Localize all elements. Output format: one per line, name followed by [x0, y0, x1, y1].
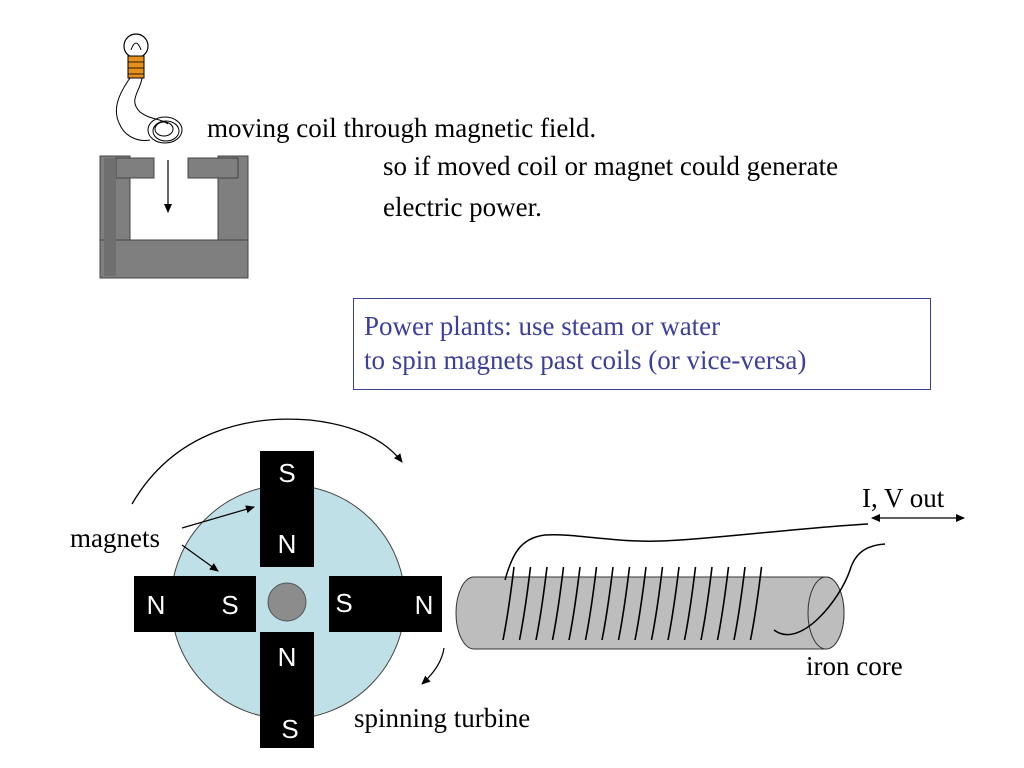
coil-turn	[568, 566, 581, 641]
magnet-top	[260, 451, 314, 567]
magnet-left	[134, 576, 256, 632]
pole-bottom-inner: N	[278, 642, 297, 672]
rotation-arrow-top	[131, 418, 403, 505]
coil-turn	[617, 566, 631, 641]
pole-left-outer: N	[147, 590, 166, 620]
coil-turn	[683, 566, 697, 641]
coil-lead-top	[504, 523, 869, 581]
power-plants-callout: Power plants: use steam or water to spin…	[353, 298, 931, 390]
caption-line-2: so if moved coil or magnet could generat…	[383, 151, 839, 181]
pole-right-inner: S	[335, 588, 352, 618]
coil-turn	[700, 566, 713, 641]
magnet-right	[329, 576, 442, 632]
rotation-arrow-bottom	[421, 647, 445, 685]
pole-bottom-outer: S	[281, 714, 298, 744]
coil-turn	[749, 566, 763, 641]
pole-top-outer: S	[278, 458, 295, 488]
coil-turn	[535, 566, 548, 641]
pole-top-inner: N	[278, 529, 297, 559]
coil-turn	[601, 566, 614, 641]
spinning-turbine-label: spinning turbine	[354, 703, 531, 733]
magnet-bottom	[260, 632, 314, 748]
callout-line-2: to spin magnets past coils (or vice-vers…	[364, 345, 807, 375]
caption-line-1: moving coil through magnetic field.	[207, 113, 597, 143]
magnets-pointer-left	[181, 544, 219, 572]
caption-line-3: electric power.	[383, 192, 542, 222]
iron-core	[455, 576, 845, 650]
magnets-pointer-top	[181, 505, 255, 529]
coil-turn	[502, 566, 515, 641]
coil-turn	[634, 566, 647, 641]
horseshoe-magnet	[99, 155, 249, 279]
iron-core-label: iron core	[806, 651, 903, 681]
pole-left-inner: S	[221, 590, 238, 620]
pole-right-outer: N	[415, 590, 434, 620]
wire-coil-icon	[115, 77, 183, 144]
coil-lead-bottom	[773, 543, 886, 636]
coil-turn	[650, 566, 664, 641]
turbine-hub	[267, 582, 307, 622]
coil-turn	[716, 566, 730, 641]
callout-line-1: Power plants: use steam or water	[364, 311, 721, 341]
light-bulb-icon	[123, 33, 149, 79]
coil-windings	[502, 566, 763, 641]
output-label: I, V out	[862, 483, 945, 513]
coil-turn	[733, 566, 746, 641]
coil-turn	[551, 566, 565, 641]
coil-turn	[518, 566, 532, 641]
magnets-label: magnets	[70, 523, 160, 553]
coil-turn	[584, 566, 598, 641]
coil-turn	[667, 566, 680, 641]
